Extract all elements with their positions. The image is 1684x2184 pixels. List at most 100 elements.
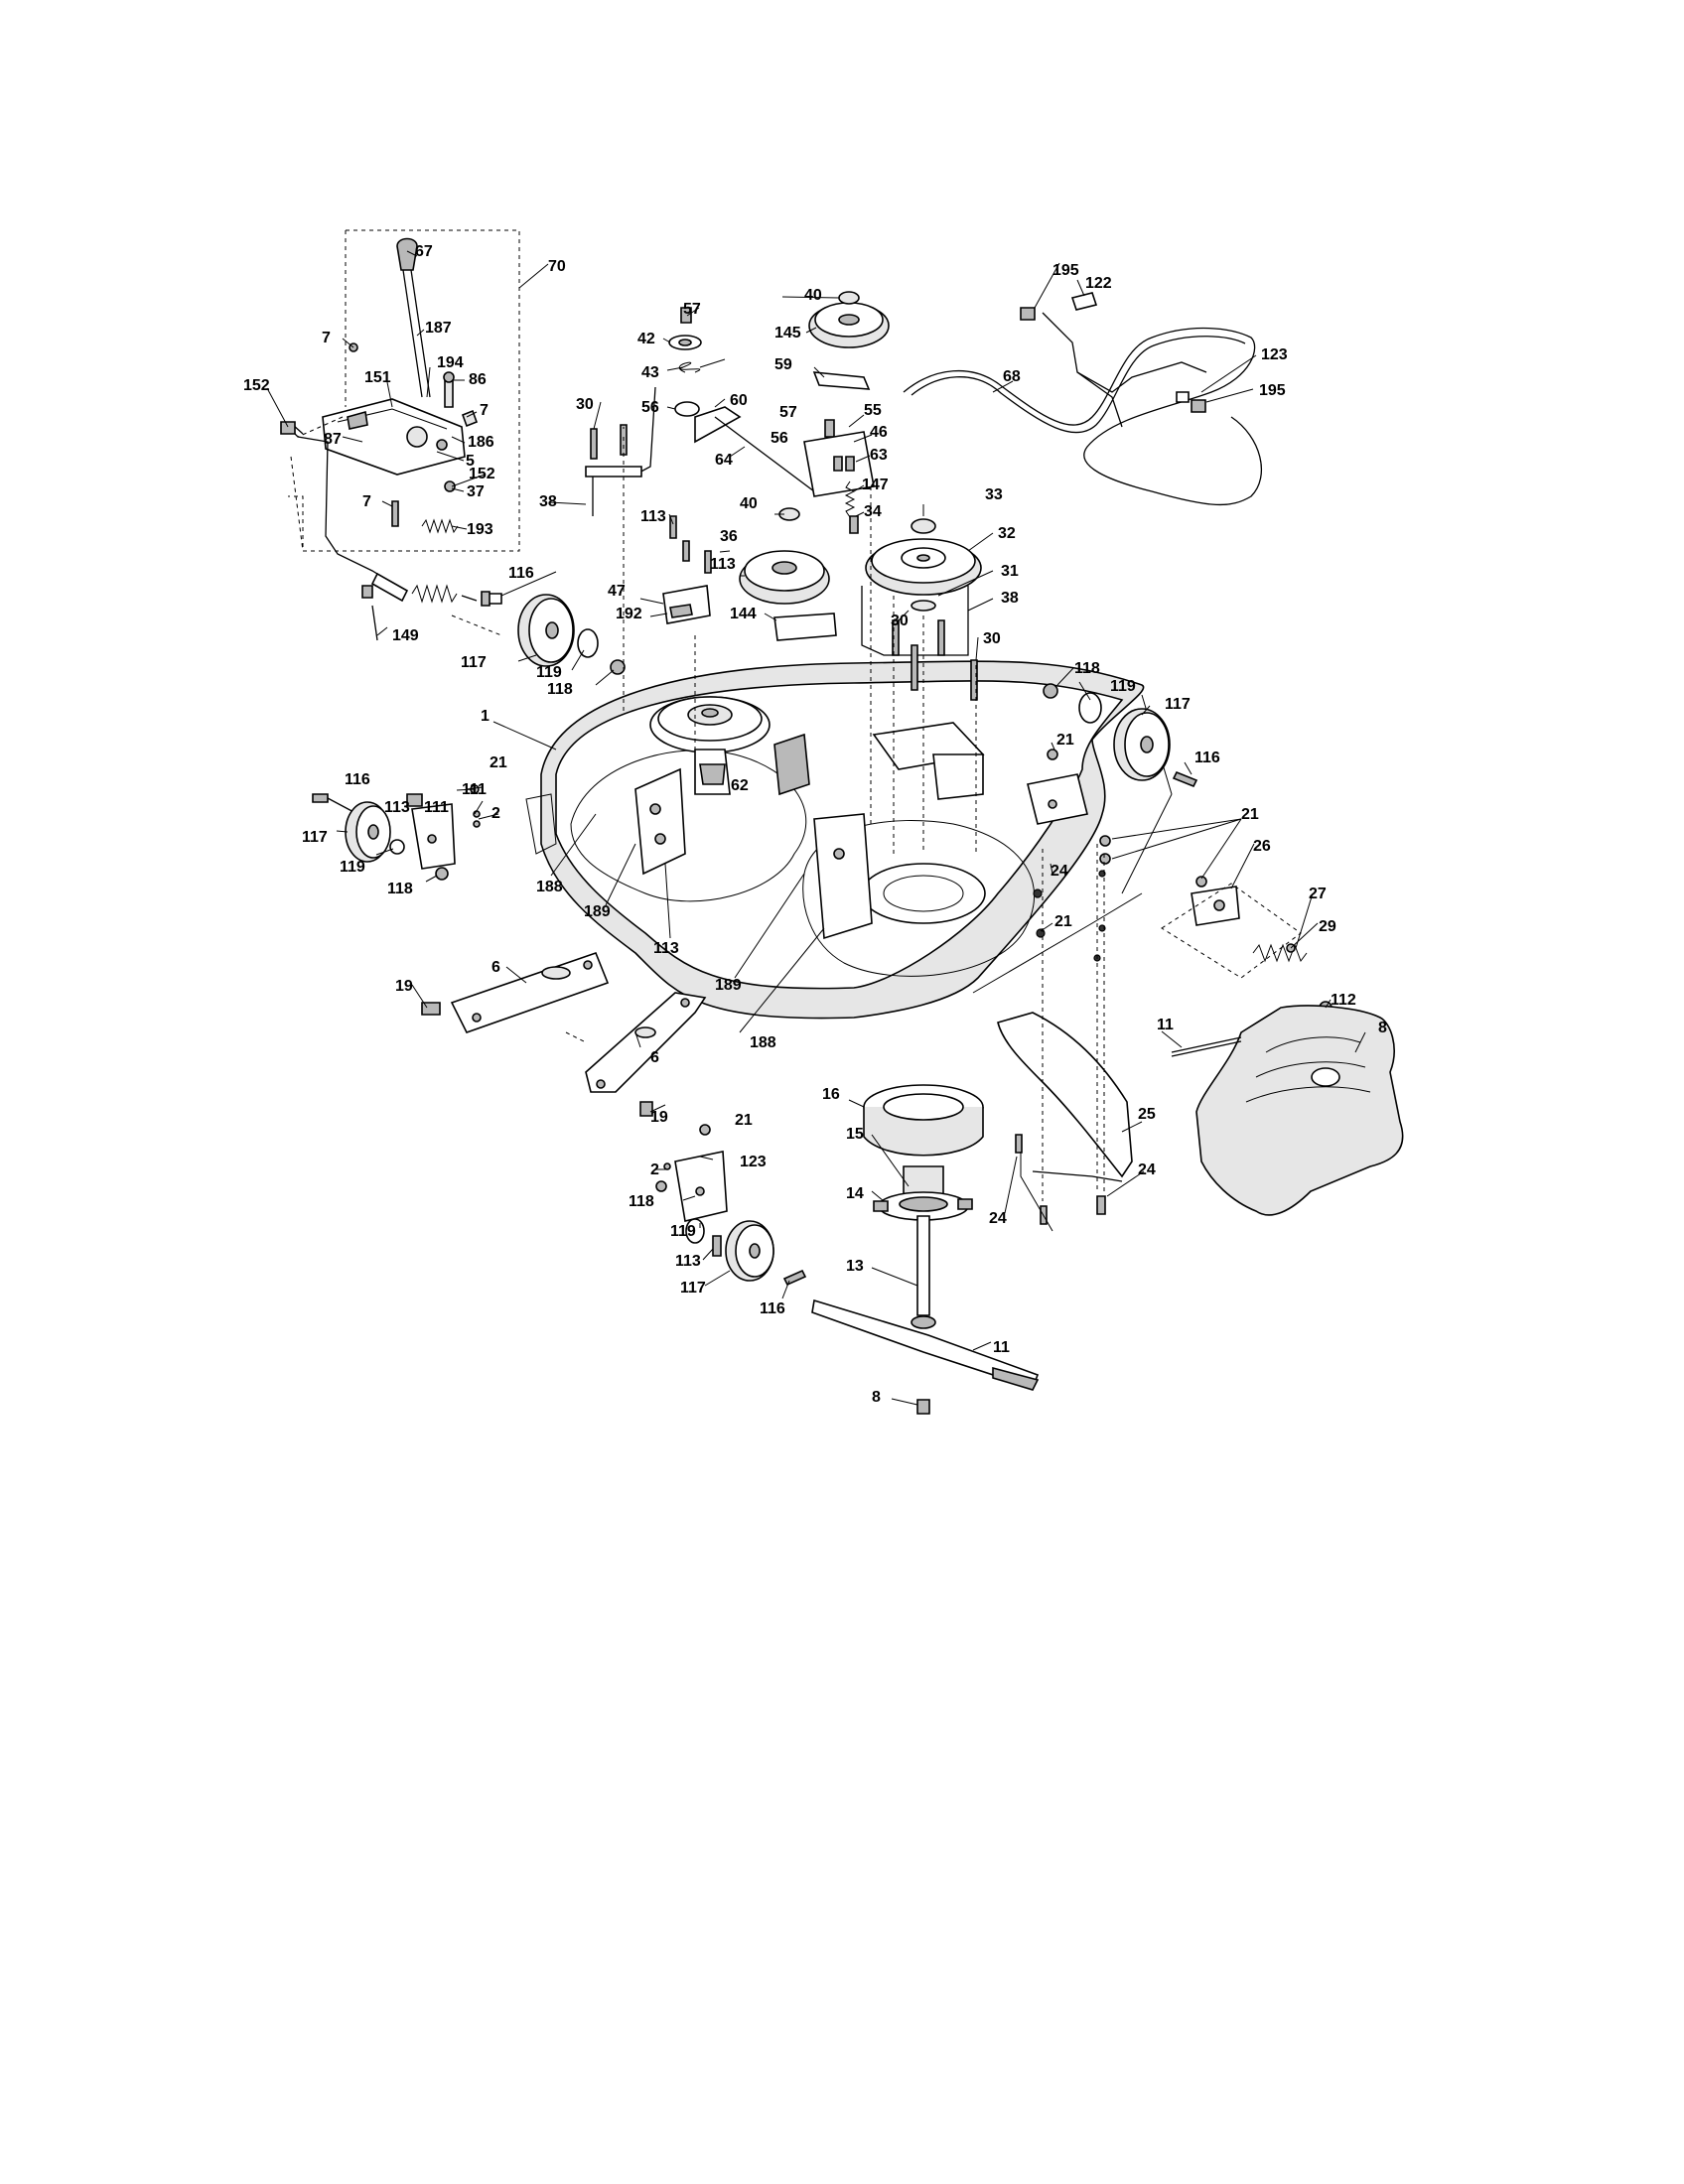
callout-21e: 21 [1054,913,1072,930]
callout-27: 8 [1378,1020,1387,1036]
callout-56b: 56 [771,430,788,447]
drive-belt [903,327,1263,506]
callout-86: 86 [469,371,487,388]
callout-labels: 67 70 7 187 151 194 86 152 7 87 5 186 15… [243,243,1387,1406]
callout-40: 40 [804,287,822,304]
callout-59: 59 [774,356,792,373]
callout-1: 1 [481,708,490,725]
callout-116d: 116 [1194,750,1220,766]
callout-5: 5 [466,453,475,470]
callout-67: 67 [415,243,433,260]
callout-186: 186 [468,434,494,451]
callout-189b: 189 [715,977,742,994]
callout-152b: 152 [469,466,495,482]
callout-117: 117 [461,654,487,671]
callout-188b: 188 [750,1034,776,1051]
deck-stabilizer-arms [421,951,707,1117]
callout-63: 63 [870,447,888,464]
callout-193: 193 [467,521,493,538]
callout-55: 55 [864,402,882,419]
callout-187: 187 [425,320,452,337]
callout-62: 62 [731,777,749,794]
callout-32: 32 [998,525,1016,542]
callout-33: 33 [985,486,1003,503]
gauge-wheel-left [312,784,481,881]
callout-16: 16 [822,1086,840,1103]
callout-113e: 113 [710,556,736,573]
gauge-wheel-lower-left [655,1124,807,1287]
callout-37: 37 [467,483,485,500]
callout-113b: 113 [653,940,679,957]
callout-119c: 119 [670,1223,696,1240]
callout-192: 192 [616,606,642,622]
callout-188: 188 [536,879,563,895]
leader-lines [266,250,1366,1406]
callout-57: 57 [683,301,701,318]
callout-195: 195 [1052,262,1079,279]
callout-118c: 118 [629,1193,654,1210]
callout-43: 43 [641,364,659,381]
callout-113d: 113 [640,508,666,525]
callout-7b: 7 [480,402,489,419]
callout-29: 11 [1157,1017,1174,1033]
callout-118: 118 [547,681,573,698]
callout-30b: 30 [891,613,909,629]
callout-117d: 117 [1165,696,1191,713]
callout-189: 189 [584,903,611,920]
callout-6b: 6 [650,1049,659,1066]
gauge-wheel-upper-left [481,591,626,675]
callout-113: 113 [384,799,410,816]
callout-40b: 40 [740,495,758,512]
callout-123: 123 [1261,346,1288,363]
callout-31: 31 [1001,563,1019,580]
callout-8: 8 [872,1389,881,1406]
mower-deck-housing [525,660,1173,1020]
callout-194: 194 [437,354,464,371]
callout-64: 64 [715,452,733,469]
callout-21b: 21 [735,1112,753,1129]
blade-spindle-assembly [811,1084,1040,1415]
callout-117b: 117 [302,829,328,846]
idler-pulley-assembly [585,291,890,641]
callout-69: 24 [1051,863,1068,880]
callout-57b: 57 [779,404,797,421]
callout-119d: 119 [1110,678,1136,695]
right-pulley-assembly [861,518,982,701]
callout-7: 7 [322,330,331,346]
callout-21a: 21 [490,754,507,771]
callout-111: 111 [424,799,449,816]
callout-19b: 19 [650,1109,668,1126]
callout-69c: 24 [989,1210,1007,1227]
callout-152: 152 [243,377,270,394]
callout-116b: 116 [345,771,370,788]
callout-7c: 7 [362,493,371,510]
callout-47: 47 [608,583,626,600]
callout-116c: 116 [760,1300,785,1317]
callout-25: 29 [1319,918,1336,935]
callout-56: 56 [641,399,659,416]
callout-112: 123 [740,1154,767,1170]
callout-36: 36 [720,528,738,545]
callout-195b: 195 [1259,382,1286,399]
discharge-hinge-assembly [1099,835,1333,1015]
callout-38b: 38 [1001,590,1019,607]
callout-60: 60 [730,392,748,409]
callout-119b: 119 [340,859,365,876]
callout-11: 11 [993,1339,1010,1356]
callout-118b: 118 [387,881,413,897]
callout-38: 38 [539,493,557,510]
callout-21c: 21 [1056,732,1074,749]
callout-21: 111 [462,781,487,798]
callout-24: 27 [1309,886,1327,902]
callout-14: 14 [846,1185,864,1202]
callout-87: 87 [324,431,342,448]
callout-20: 25 [1138,1106,1156,1123]
callout-42: 42 [637,331,655,347]
callout-116: 116 [508,565,534,582]
callout-13: 13 [846,1258,864,1275]
callout-122: 122 [1085,275,1112,292]
callout-144: 144 [730,606,757,622]
shift-lever-assembly [288,229,520,552]
callout-26: 112 [1331,992,1356,1009]
